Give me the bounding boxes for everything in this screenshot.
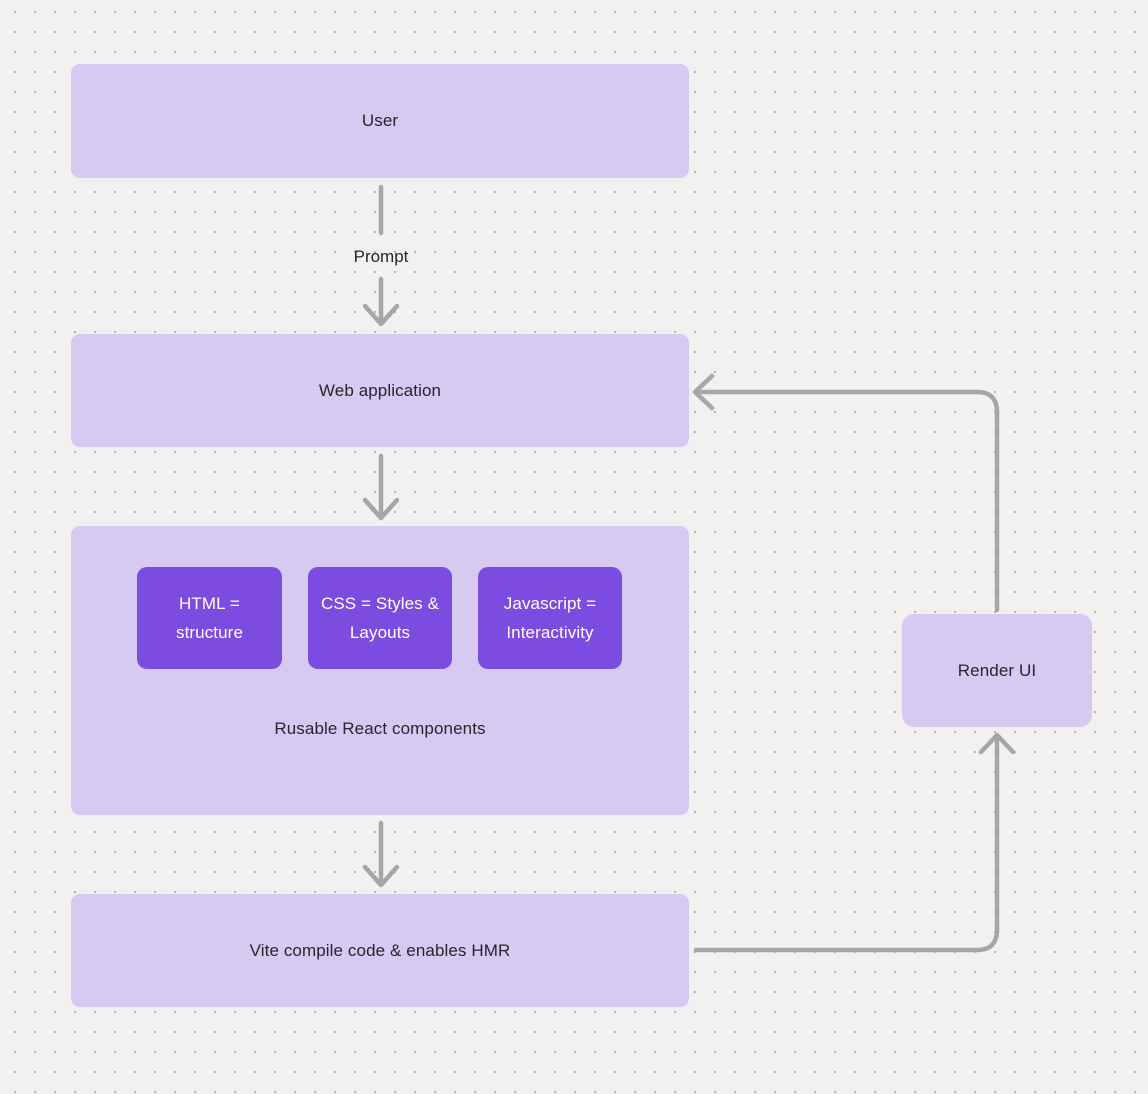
component-javascript[interactable]: Javascript = Interactivity xyxy=(478,567,622,669)
component-css-label: CSS = Styles & Layouts xyxy=(320,594,440,642)
node-user[interactable]: User xyxy=(71,64,689,178)
connector-renderui-to-webapp[interactable] xyxy=(692,373,1000,613)
node-render-ui-label: Render UI xyxy=(957,660,1037,680)
node-components-group[interactable]: HTML = structure CSS = Styles & Layouts … xyxy=(71,526,689,815)
node-vite-label: Vite compile code & enables HMR xyxy=(249,940,511,960)
edge-label-prompt: Prompt xyxy=(353,247,409,266)
component-html-label: HTML = structure xyxy=(175,594,244,642)
component-html[interactable]: HTML = structure xyxy=(137,567,282,669)
node-web-application[interactable]: Web application xyxy=(71,334,689,447)
connector-webapp-to-components[interactable] xyxy=(362,453,400,521)
node-user-label: User xyxy=(361,111,399,130)
components-group-caption: Rusable React components xyxy=(274,719,486,738)
component-javascript-label: Javascript = Interactivity xyxy=(503,594,597,642)
node-render-ui[interactable]: Render UI xyxy=(902,614,1092,727)
component-css[interactable]: CSS = Styles & Layouts xyxy=(308,567,452,669)
connector-vite-to-renderui[interactable] xyxy=(693,732,1016,953)
node-vite[interactable]: Vite compile code & enables HMR xyxy=(71,894,689,1007)
node-web-application-label: Web application xyxy=(318,380,442,400)
connector-components-to-vite[interactable] xyxy=(362,820,400,888)
connector-user-to-webapp[interactable] xyxy=(362,184,400,327)
